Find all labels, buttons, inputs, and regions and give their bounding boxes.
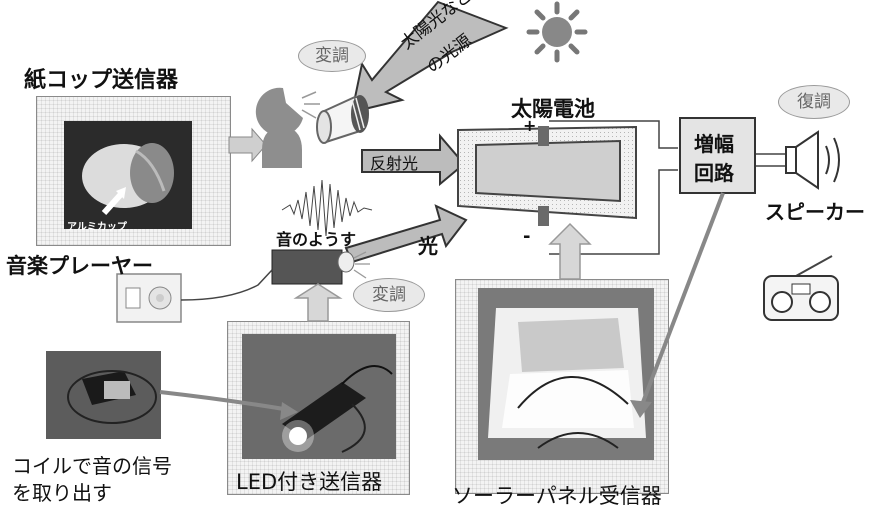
coil-label-2: を取り出す — [12, 481, 112, 505]
speaker-icon — [785, 130, 840, 190]
receiver-up-arrow — [548, 222, 592, 280]
amplifier-box — [679, 117, 756, 194]
led-transmitter-icon — [271, 249, 370, 285]
coil-photo — [46, 351, 161, 439]
face-icon — [255, 87, 303, 168]
aluminum-cup-photo — [64, 121, 192, 229]
demodulation-bubble: 復調 — [778, 85, 850, 119]
sun-icon — [526, 1, 588, 63]
modulation-bubble-1: 変調 — [298, 40, 366, 72]
solar-panel-receiver-label: ソーラーパネル受信器 — [452, 484, 662, 508]
reflected-light-arrow — [361, 133, 466, 187]
coil-to-led-line — [159, 390, 291, 412]
demodulation-label: 復調 — [797, 92, 831, 112]
voice-lines-icon — [301, 91, 320, 119]
minus-terminal-label: - — [523, 226, 531, 247]
circuit-wires — [549, 120, 786, 255]
led-up-arrow — [293, 283, 343, 322]
solar-cell-label: 太陽電池 — [511, 97, 595, 121]
light-arrow — [344, 204, 468, 264]
receiver-to-amplifier-line — [638, 192, 725, 411]
led-transmitter-photo — [242, 334, 396, 459]
modulation-bubble-2: 変調 — [353, 278, 425, 312]
reflected-light-label: 反射光 — [370, 154, 419, 173]
waveform-icon — [281, 179, 373, 237]
light-label: 光 — [418, 234, 438, 258]
speaker-label: スピーカー — [765, 200, 865, 224]
modulation-label-2: 変調 — [372, 285, 406, 305]
modulation-label-1: 変調 — [315, 46, 349, 66]
amplifier-label-2: 回路 — [694, 161, 734, 185]
music-player-icon — [116, 273, 182, 323]
music-player-label: 音楽プレーヤー — [6, 254, 153, 278]
radio-icon — [763, 255, 839, 321]
aluminum-cup-label: アルミカップ — [67, 222, 127, 233]
coil-label-1: コイルで音の信号 — [12, 454, 172, 478]
cup-icon — [316, 95, 369, 144]
paper-cup-transmitter-label: 紙コップ送信器 — [24, 68, 179, 93]
amplifier-label-1: 増幅 — [694, 132, 734, 156]
solar-panel-receiver-photo — [478, 288, 654, 460]
plus-terminal-label: + — [523, 116, 537, 135]
solar-cell-icon — [457, 125, 637, 226]
led-transmitter-label: LED付き送信器 — [236, 470, 383, 494]
cup-to-voice-arrow — [228, 127, 267, 163]
player-cable — [180, 269, 273, 301]
sound-wave-label: 音のようす — [276, 230, 357, 249]
